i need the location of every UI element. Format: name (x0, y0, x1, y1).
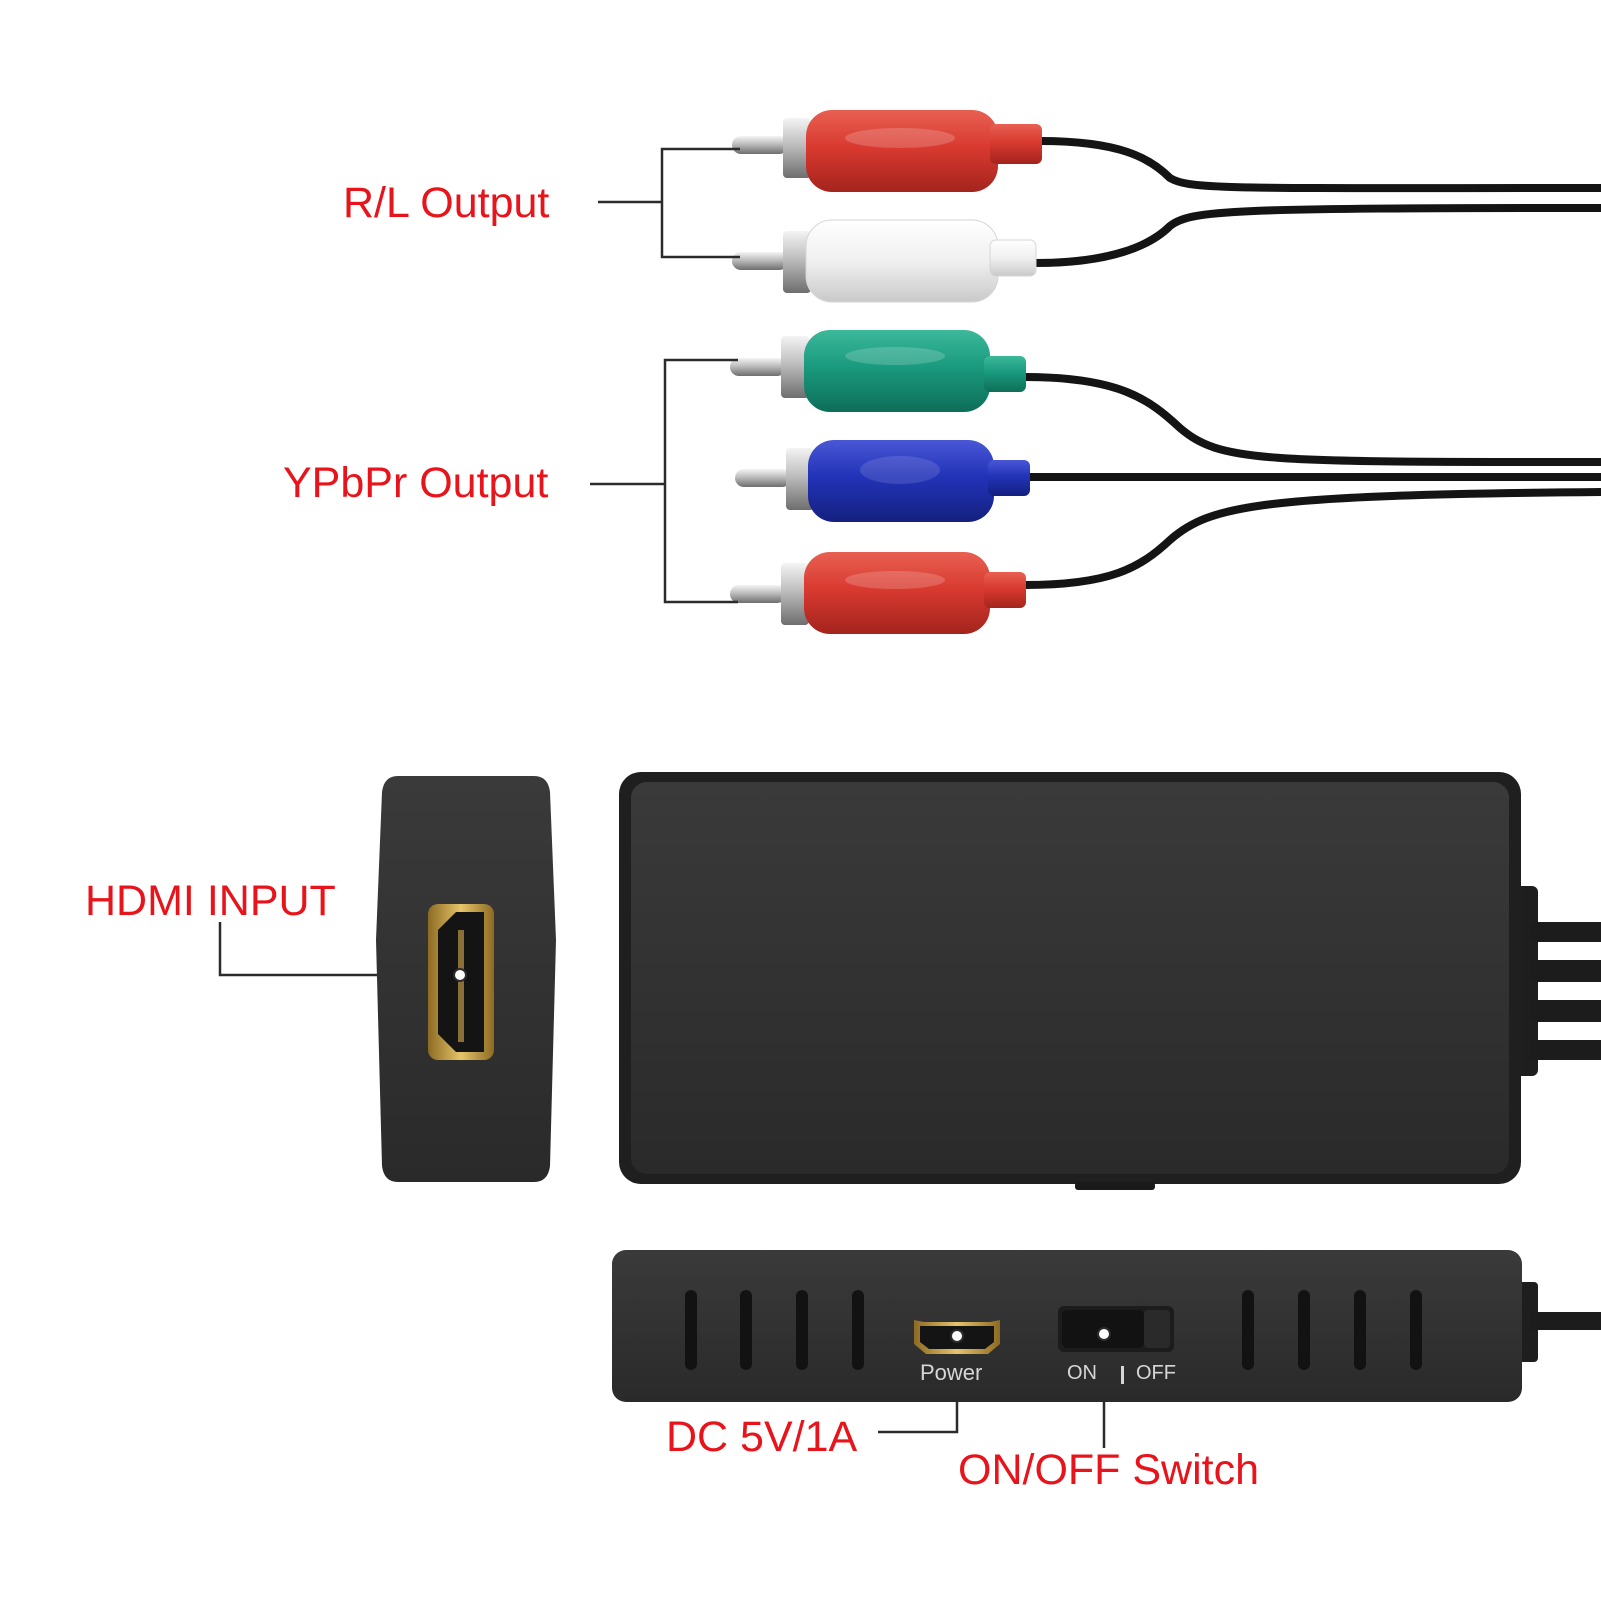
device-front-panel (612, 1250, 1601, 1402)
device-hdmi-side (376, 776, 556, 1182)
rca-plug-video-red (730, 552, 1026, 634)
hdmi-port-marker (453, 968, 467, 982)
rca-plug-video-green (730, 330, 1026, 412)
device-body-top (619, 772, 1601, 1190)
label-power-port: Power (920, 1360, 983, 1385)
rca-plug-video-blue (735, 440, 1030, 522)
callout-rl-output: R/L Output (343, 179, 550, 227)
switch-divider (1121, 1366, 1124, 1384)
label-switch-on: ON (1067, 1362, 1097, 1384)
power-port (914, 1320, 1000, 1354)
vent-slots-right (1242, 1290, 1422, 1370)
cable-audio-white (1031, 204, 1601, 267)
rca-plug-audio-white (732, 219, 1037, 303)
cable-video-red (1021, 488, 1601, 589)
callout-ypbpr-output: YPbPr Output (283, 459, 549, 507)
vent-slots-left (685, 1290, 864, 1370)
callout-power-switch: ON/OFF Switch (958, 1446, 1260, 1494)
power-port-marker (950, 1329, 964, 1343)
label-switch-off: OFF (1136, 1362, 1176, 1384)
callout-hdmi-input: HDMI INPUT (85, 877, 336, 925)
power-switch-marker (1097, 1327, 1111, 1341)
ypbpr-output-bracket (663, 358, 738, 604)
cable-video-green (1021, 373, 1601, 466)
cable-bundle (1021, 137, 1601, 589)
rl-output-bracket (660, 147, 740, 259)
callout-dc-power: DC 5V/1A (666, 1413, 858, 1461)
rca-plug-audio-red (732, 110, 1042, 192)
cable-audio-red (1036, 137, 1601, 193)
power-switch (1058, 1306, 1174, 1352)
